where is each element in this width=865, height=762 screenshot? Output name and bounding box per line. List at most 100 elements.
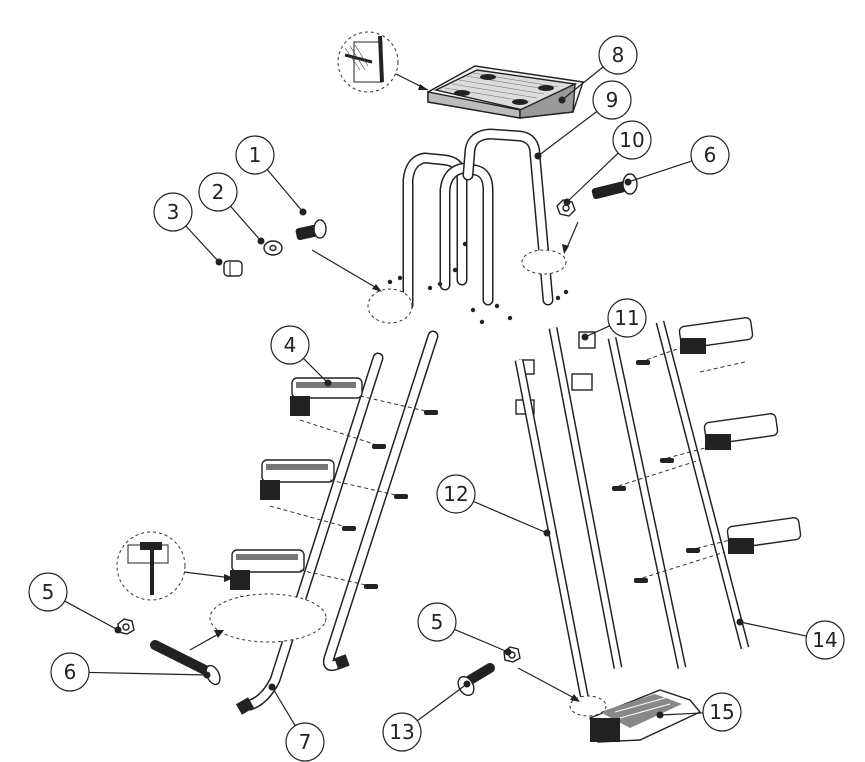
callout-label: 12 — [443, 482, 468, 506]
callout-c11: 11 — [581, 298, 647, 341]
callout-c9: 9 — [534, 80, 632, 160]
callout-anchor-dot — [299, 208, 307, 216]
nut-part-5-right — [503, 646, 580, 702]
callout-balloon-circle — [417, 602, 457, 642]
callout-leader-line — [627, 160, 693, 183]
right-steps-part — [611, 317, 802, 583]
left-rail-part-7 — [235, 330, 439, 715]
bolt-part-6-top — [591, 173, 638, 200]
callout-leader-line — [64, 600, 119, 631]
callout-anchor-dot — [268, 683, 276, 691]
callout-balloon-circle — [382, 712, 422, 752]
callout-anchor-dot — [324, 379, 332, 387]
callout-label: 11 — [614, 306, 639, 330]
callout-balloon-circle — [436, 474, 476, 514]
callout-leader-line — [454, 628, 509, 653]
callout-c5a: 5 — [28, 572, 122, 634]
callout-label: 13 — [389, 720, 414, 744]
callout-balloon-circle — [592, 80, 632, 120]
callout-label: 8 — [612, 43, 625, 67]
callout-label: 14 — [812, 628, 837, 652]
callout-c6a: 6 — [50, 652, 211, 692]
callout-balloon-circle — [690, 135, 730, 175]
callout-anchor-dot — [215, 258, 223, 266]
callout-label: 5 — [42, 580, 55, 604]
handrail-frame-part — [367, 128, 569, 325]
callout-balloon-circle — [270, 325, 310, 365]
bolt-part-13 — [457, 663, 495, 697]
top-platform-part — [427, 65, 584, 119]
callout-leader-line — [566, 152, 619, 203]
platform-detail-inset — [337, 31, 429, 93]
callout-label: 1 — [249, 143, 262, 167]
callout-leader-line — [266, 169, 304, 213]
callout-anchor-dot — [624, 178, 632, 186]
callout-leader-line — [561, 66, 604, 101]
cap-nut-part-3 — [223, 260, 243, 277]
callout-anchor-dot — [114, 626, 122, 634]
callout-label: 6 — [704, 143, 717, 167]
callout-c15: 15 — [656, 692, 742, 732]
callout-c3: 3 — [153, 192, 223, 266]
callout-c10: 10 — [563, 120, 652, 206]
callout-c7: 7 — [268, 683, 325, 762]
callout-anchor-dot — [736, 618, 744, 626]
callout-balloon-circle — [702, 692, 742, 732]
callout-leader-line — [230, 205, 262, 242]
callout-balloon-circle — [50, 652, 90, 692]
callout-balloon-circle — [153, 192, 193, 232]
callout-anchor-dot — [656, 711, 664, 719]
callout-anchor-dot — [581, 333, 589, 341]
callout-leader-line — [185, 225, 220, 263]
callout-balloon-circle — [28, 572, 68, 612]
callout-leader-line — [416, 683, 468, 722]
callout-c8: 8 — [558, 35, 638, 104]
callout-leader-line — [659, 712, 704, 716]
callout-label: 10 — [619, 128, 644, 152]
callout-anchor-dot — [463, 680, 471, 688]
callout-anchor-dot — [558, 96, 566, 104]
callout-leader-line — [303, 358, 329, 384]
callout-label: 2 — [212, 180, 225, 204]
callout-anchor-dot — [563, 198, 571, 206]
callout-c5b: 5 — [417, 602, 512, 656]
callout-leader-line — [537, 110, 598, 157]
callout-c1: 1 — [235, 135, 307, 216]
callout-leader-line — [88, 671, 208, 676]
callout-leader-line — [271, 686, 296, 727]
callout-balloon-circle — [805, 620, 845, 660]
callout-anchor-dot — [534, 152, 542, 160]
callout-label: 9 — [606, 88, 619, 112]
callout-leader-line — [473, 500, 548, 534]
callout-anchor-dot — [543, 529, 551, 537]
callout-anchor-dot — [504, 648, 512, 656]
callout-balloon-circle — [607, 298, 647, 338]
callout-c12: 12 — [436, 474, 551, 537]
step-bolt-detail-inset — [116, 531, 327, 643]
bolt-part-1 — [295, 219, 382, 292]
callout-label: 15 — [709, 700, 734, 724]
callout-label: 6 — [64, 660, 77, 684]
washer-part-2 — [263, 240, 283, 256]
callout-label: 4 — [284, 333, 297, 357]
callout-c6b: 6 — [624, 135, 730, 186]
callout-label: 3 — [167, 200, 180, 224]
callout-leader-line — [739, 621, 807, 637]
foot-part-15 — [569, 689, 702, 743]
callout-c4: 4 — [270, 325, 332, 387]
callout-c14: 14 — [736, 618, 845, 660]
nut-part-10 — [556, 199, 579, 254]
callout-c13: 13 — [382, 680, 471, 752]
left-steps-part-4 — [230, 377, 438, 623]
right-rail-part-12 — [514, 327, 623, 701]
callout-balloon-circle — [235, 135, 275, 175]
callout-balloon-circle — [198, 172, 238, 212]
callout-balloon-circle — [598, 35, 638, 75]
callout-balloon-circle — [285, 722, 325, 762]
right-rail-part-14 — [607, 320, 750, 669]
bolt-part-6-bottom — [150, 630, 224, 686]
callout-label: 5 — [431, 610, 444, 634]
callout-balloon-circle — [612, 120, 652, 160]
